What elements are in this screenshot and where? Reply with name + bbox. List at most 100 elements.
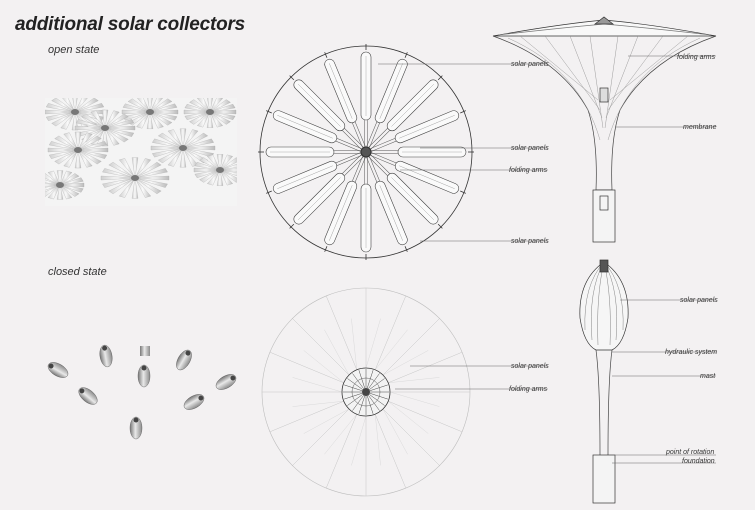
folding-arm-guide [303, 350, 344, 383]
rendered-collector [100, 157, 170, 199]
closed-plan-view [261, 287, 471, 497]
folding-arm-guide [351, 318, 358, 370]
closed-hub-rib [347, 394, 363, 406]
folding-arm-guide [382, 408, 408, 455]
folding-arm-guide [292, 408, 350, 466]
closed-elev-label-1: solar panels [680, 297, 718, 304]
folding-arm-guide [388, 351, 463, 384]
folding-arm-guide [324, 414, 357, 455]
closed-hub-rib [368, 373, 380, 389]
closed-elevation-view [579, 259, 629, 504]
open-elev-label-1: folding arms [677, 54, 716, 61]
solar-panel [289, 153, 365, 229]
folding-arm-guide [351, 415, 367, 466]
rendered-collector [193, 154, 237, 186]
folding-arm-guide [382, 408, 440, 466]
closed-hub-rib [352, 373, 364, 389]
open-elev-label-2: membrane [683, 124, 717, 131]
closed-collector [137, 364, 151, 388]
closed-elev-label-5: foundation [682, 458, 715, 465]
folding-arm-guide [292, 400, 344, 407]
solar-panel [360, 44, 372, 148]
closed-hub-rib [352, 395, 364, 411]
closed-hub-rib [358, 395, 366, 414]
solar-panel [369, 151, 466, 194]
solar-panel [258, 146, 362, 158]
closed-collector [176, 349, 192, 371]
closed-hub-rib [369, 392, 388, 400]
folding-arm-guide [269, 351, 344, 384]
open-plan-label-2: solar panels [511, 145, 549, 152]
folding-arm-guide [389, 391, 440, 407]
closed-collector [183, 394, 205, 410]
closed-hub-rib [369, 378, 385, 390]
closed-state-render [47, 344, 237, 440]
closed-hub-rib [368, 395, 380, 411]
solar-panel [324, 155, 367, 252]
solar-panel [370, 146, 474, 158]
rendered-collector [45, 170, 85, 200]
closed-hub-rib [344, 392, 363, 400]
folding-arm-guide [388, 401, 429, 434]
closed-hub-rib [358, 370, 366, 389]
closed-state-heading: closed state [48, 266, 107, 278]
open-state-render [45, 98, 237, 206]
closed-elev-label-3: mast [700, 373, 716, 380]
folding-arm-guide [382, 318, 440, 376]
solar-panel [289, 75, 365, 151]
open-state-heading: open state [48, 44, 100, 56]
open-plan-label-3: folding arms [509, 167, 548, 174]
folding-arm-guide [325, 414, 358, 489]
closed-hub-rib [366, 370, 374, 389]
solar-panel [367, 153, 443, 229]
solar-panel [266, 110, 363, 153]
folding-arm-guide [388, 400, 463, 433]
closed-hub-inner [351, 377, 381, 407]
closed-hub-rib [369, 384, 388, 392]
closed-hub-rib [347, 378, 363, 390]
closed-hub-center [362, 388, 370, 396]
closed-elev-label-2: hydraulic system [665, 349, 717, 356]
folding-arm-guide [374, 295, 407, 370]
solar-panel [369, 110, 466, 153]
open-plan-view [258, 44, 474, 260]
folding-arm-guide [292, 318, 350, 376]
closed-hub-rib [344, 384, 363, 392]
folding-arm-guide [325, 295, 358, 370]
rendered-collector [121, 98, 179, 129]
page-title: additional solar collectors [15, 14, 246, 35]
solar-panel [365, 52, 408, 149]
folding-arm-guide [303, 408, 350, 434]
closed-hub-rib [369, 394, 385, 406]
open-plan-label-1: solar panels [511, 61, 549, 68]
closed-collector [78, 387, 98, 405]
closed-collector [129, 416, 143, 440]
closed-elev-label-4: point of rotation [665, 449, 714, 456]
folding-arm-guide [365, 318, 381, 369]
plan-hub [360, 146, 372, 158]
solar-panel [360, 156, 372, 260]
folding-arm-guide [382, 350, 429, 376]
folding-arm-guide [269, 400, 344, 433]
solar-panel [367, 75, 443, 151]
solar-panel [324, 52, 367, 149]
open-elevation-view [492, 16, 717, 243]
folding-arm-guide [292, 377, 343, 393]
closed-collector [140, 346, 150, 356]
solar-panel [365, 155, 408, 252]
rendered-collector [183, 98, 237, 128]
folding-arm-guide [324, 329, 350, 376]
solar-panel [266, 151, 363, 194]
open-plan-label-4: solar panels [511, 238, 549, 245]
folding-arm-guide [374, 414, 381, 466]
folding-arm-guide [388, 377, 440, 384]
rendered-collector [47, 131, 109, 169]
closed-plan-label-2: folding arms [509, 386, 548, 393]
folding-arm-guide [375, 329, 408, 370]
closed-hub-rib [366, 395, 374, 414]
folding-arm-guide [374, 414, 407, 489]
rendered-collector [150, 128, 216, 168]
closed-collector [215, 374, 237, 390]
closed-collector [47, 362, 69, 378]
